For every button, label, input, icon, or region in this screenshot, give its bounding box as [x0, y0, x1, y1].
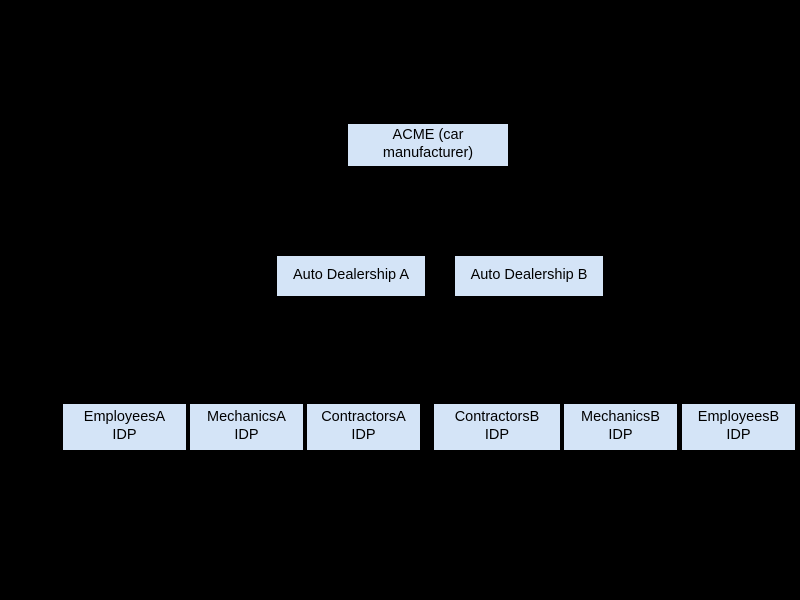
- node-mechanicsb-idp-label: MechanicsB IDP: [581, 409, 660, 443]
- node-mechanicsa-idp-label: MechanicsA IDP: [207, 409, 286, 443]
- node-employeesa-idp-label: EmployeesA IDP: [83, 409, 166, 443]
- node-employeesb-idp[interactable]: EmployeesB IDP: [682, 404, 795, 450]
- node-contractorsb-idp-label: ContractorsB IDP: [454, 409, 540, 443]
- node-acme-root[interactable]: ACME (car manufacturer): [348, 124, 508, 166]
- node-contractorsa-idp-label: ContractorsA IDP: [321, 409, 406, 443]
- node-auto-dealership-a[interactable]: Auto Dealership A: [277, 256, 425, 296]
- node-contractorsa-idp[interactable]: ContractorsA IDP: [307, 404, 420, 450]
- node-auto-dealership-b[interactable]: Auto Dealership B: [455, 256, 603, 296]
- node-employeesb-idp-label: EmployeesB IDP: [697, 409, 780, 443]
- node-auto-dealership-b-label: Auto Dealership B: [470, 267, 588, 284]
- node-employeesa-idp[interactable]: EmployeesA IDP: [63, 404, 186, 450]
- node-mechanicsb-idp[interactable]: MechanicsB IDP: [564, 404, 677, 450]
- node-mechanicsa-idp[interactable]: MechanicsA IDP: [190, 404, 303, 450]
- node-contractorsb-idp[interactable]: ContractorsB IDP: [434, 404, 560, 450]
- node-auto-dealership-a-label: Auto Dealership A: [292, 267, 410, 284]
- node-acme-root-label: ACME (car manufacturer): [382, 127, 474, 161]
